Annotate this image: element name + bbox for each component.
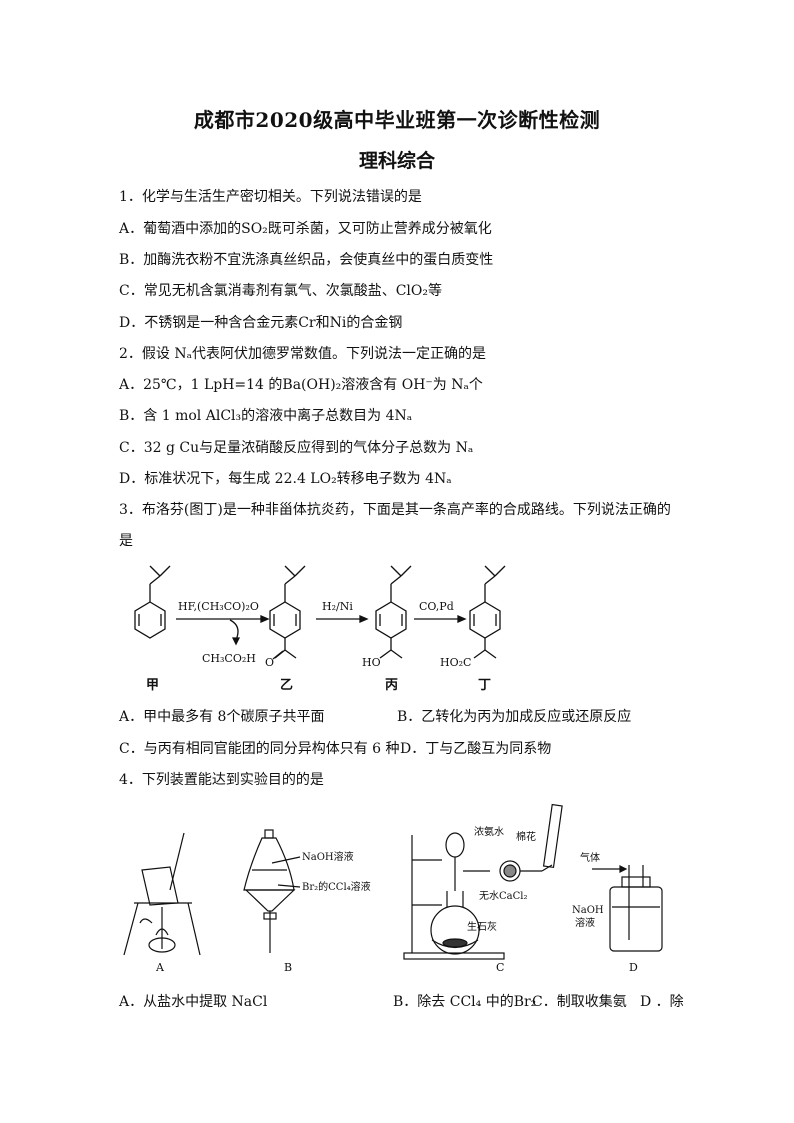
q4-option-a: A．从盐水中提取 NaCl [119,994,268,1010]
q3-option-d: D．丁与乙酸互为同系物 [400,741,552,757]
q2-option-b: B．含 1 mol AlCl₃的溶液中离子总数目为 4Nₐ [119,408,413,424]
d-solution-label: 溶液 [575,916,595,929]
q4-stem: 4．下列装置能达到实验目的的是 [119,772,324,788]
apparatus-figure: A NaOH溶液 Br₂的CCl₄溶液 B [123,803,663,974]
q3-option-a: A．甲中最多有 8个碳原子共平面 [119,709,325,725]
q1-option-d: D．不锈钢是一种含合金元素Cr和Ni的合金钢 [119,315,403,331]
q4-option-c: C．制取收集氨 [532,994,627,1010]
d-gas-label: 气体 [580,851,600,864]
c-cacl2-label: 无水CaCl₂ [479,890,527,902]
apparatus-b: NaOH溶液 Br₂的CCl₄溶液 B [243,829,371,974]
group-ding: HO₂C [440,656,471,669]
c-ammonia-label: 浓氨水 [474,825,504,838]
label-b: B [284,961,292,974]
apparatus-c: 浓氨水 棉花 无水CaCl₂ 生石灰 C [403,803,563,974]
q2-option-a: A．25℃，1 LpH=14 的Ba(OH)₂溶液含有 OH⁻为 Nₐ个 [119,377,483,393]
q1-stem: 1．化学与生活生产密切相关。下列说法错误的是 [119,189,422,205]
label-d: D [629,961,638,974]
label-c: C [496,961,504,974]
label-bing: 丙 [385,678,398,693]
c-cotton-label: 棉花 [516,830,536,843]
b-top-label: NaOH溶液 [302,850,354,863]
b-bottom-label: Br₂的CCl₄溶液 [302,880,371,893]
apparatus-a: A [123,832,201,974]
byproduct: CH₃CO₂H [202,652,256,665]
q3-option-c: C．与丙有相同官能团的同分异构体只有 6 种 [119,741,400,757]
group-bing: HO [362,656,381,669]
reagent-3: CO,Pd [419,600,454,613]
label-jia: 甲 [146,678,159,693]
label-yi: 乙 [280,678,293,693]
q2-option-d: D．标准状况下，每生成 22.4 LO₂转移电子数为 4Nₐ [119,471,452,487]
q4-option-d: D ．除 [640,994,684,1010]
label-ding: 丁 [478,678,491,693]
d-naoh-label: NaOH [572,905,604,916]
molecule-jia [134,565,171,639]
q1-option-c: C．常见无机含氯消毒剂有氯气、次氯酸盐、ClO₂等 [119,283,442,299]
svg-text:O: O [265,656,274,669]
reagent-1: HF,(CH₃CO)₂O [178,600,259,613]
q3-stem-line1: 3．布洛芬(图丁)是一种非甾体抗炎药，下面是其一条高产率的合成路线。下列说法正确… [119,502,671,518]
c-lime-label: 生石灰 [467,920,497,933]
molecule-ding: HO₂C [440,565,506,669]
q3-option-b: B．乙转化为丙为加成反应或还原反应 [397,709,632,725]
molecule-yi: O [265,565,306,669]
page-subtitle: 理科综合 [358,150,435,172]
q4-option-b: B．除去 CCl₄ 中的Br₂ [393,994,537,1010]
q2-option-c: C．32 g Cu与足量浓硝酸反应得到的气体分子总数为 Nₐ [119,440,474,456]
page-title: 成都市2020级高中毕业班第一次诊断性检测 [193,108,601,132]
synthesis-scheme: HF,(CH₃CO)₂O CH₃CO₂H O H₂/Ni [134,565,506,693]
reagent-2: H₂/Ni [322,600,353,613]
q1-option-b: B．加酶洗衣粉不宜洗涤真丝织品，会使真丝中的蛋白质变性 [119,252,494,268]
label-a: A [155,961,165,974]
q1-option-a: A．葡萄酒中添加的SO₂既可杀菌，又可防止营养成分被氧化 [119,221,492,237]
q3-stem-line2: 是 [119,533,133,549]
apparatus-d: 气体 NaOH 溶液 D [572,851,663,974]
molecule-bing: HO [362,565,412,669]
q2-stem: 2．假设 Nₐ代表阿伏加德罗常数值。下列说法一定正确的是 [119,346,487,362]
